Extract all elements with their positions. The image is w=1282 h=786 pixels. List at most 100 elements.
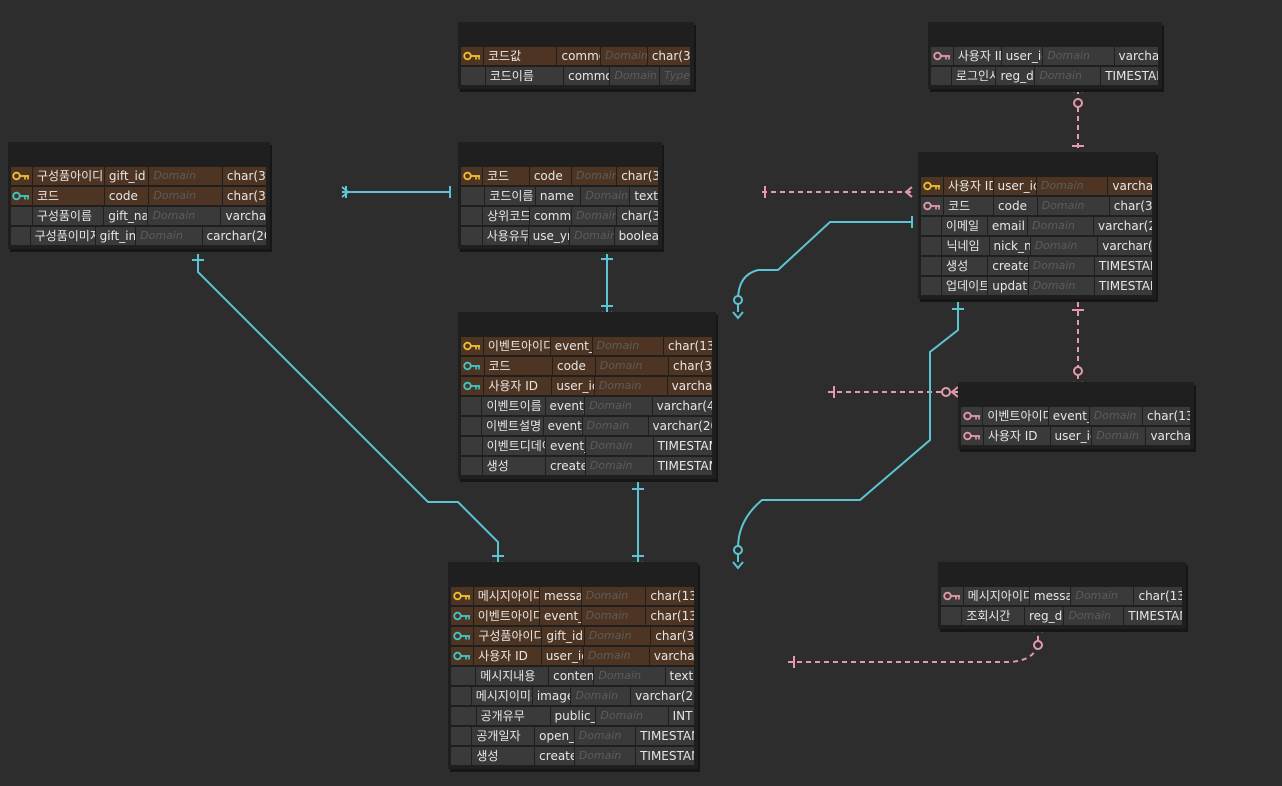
column-type: varchar — [649, 647, 694, 665]
column-domain: Domain — [149, 187, 222, 205]
table-commoncode[interactable]: 코드값common_codeDomainchar(3)코드이름common_na… — [458, 22, 694, 89]
table-header[interactable] — [938, 562, 1186, 586]
key-cell — [921, 217, 941, 235]
table-header[interactable] — [458, 142, 662, 166]
link-user-event[interactable] — [737, 221, 912, 312]
column-row[interactable]: 이벤트디데이event_dateDomainTIMESTAMP — [461, 436, 713, 456]
column-physical-name: public_yn — [550, 707, 596, 725]
table-code[interactable]: 코드codeDomainchar(3)코드이름nameDomaintext상위코… — [458, 142, 662, 249]
table-loginlog[interactable]: 사용자 IDuser_idDomainvarchar로그인시간reg_dateD… — [928, 22, 1162, 89]
column-row[interactable]: 메시지내용contentDomaintext — [451, 666, 695, 686]
column-row[interactable]: 업데이트updated_dateDomainTIMESTAMP — [921, 276, 1153, 296]
column-domain: Domain — [594, 377, 667, 395]
column-type: char(3) — [647, 47, 691, 65]
column-domain: Domain — [582, 417, 648, 435]
table-header[interactable] — [458, 312, 716, 336]
column-domain: Domain — [136, 227, 202, 245]
column-row[interactable]: 생성created_dateDomainTIMESTAMP — [461, 456, 713, 476]
table-header[interactable] — [8, 142, 270, 166]
column-logical-name: 메시지아이디 — [963, 587, 1029, 605]
column-type: boolean — [614, 227, 658, 245]
column-logical-name: 코드이름 — [485, 67, 564, 85]
column-type: char(3) — [617, 207, 658, 225]
primary-foreign-key-icon — [961, 407, 983, 425]
table-header[interactable] — [448, 562, 698, 586]
key-cell — [461, 437, 482, 455]
link-user-message[interactable] — [737, 302, 959, 562]
link-message-messagelog[interactable] — [788, 632, 1039, 663]
column-type: varchar(45) — [652, 397, 712, 415]
column-physical-name: event_description — [543, 417, 582, 435]
column-row[interactable]: 로그인시간reg_dateDomainTIMESTAMP — [931, 66, 1159, 86]
column-logical-name: 사용자 ID — [484, 377, 552, 395]
link-gift-message[interactable] — [197, 254, 499, 562]
column-domain: Domain — [584, 627, 651, 645]
column-domain: Domain — [1089, 407, 1143, 425]
table-header[interactable] — [458, 22, 694, 46]
key-cell — [451, 687, 471, 705]
column-physical-name: content — [549, 667, 594, 685]
primary-key-icon — [461, 167, 483, 185]
column-physical-name: reg_date — [1024, 607, 1064, 625]
primary-foreign-key-icon — [921, 197, 944, 215]
key-cell — [451, 667, 476, 685]
column-logical-name: 생성 — [942, 257, 988, 275]
table-messagelog[interactable]: 메시지아이디message_idDomainchar(13)조회시간reg_da… — [938, 562, 1186, 629]
table-message[interactable]: 메시지아이디message_idDomainchar(13)이벤트아이디even… — [448, 562, 698, 769]
column-type: TIMESTAMP — [1094, 257, 1152, 275]
column-type: char(3) — [617, 167, 658, 185]
column-physical-name: user_id — [541, 647, 583, 665]
optional-ring — [941, 387, 951, 397]
column-logical-name: 생성 — [472, 747, 535, 765]
column-domain: Domain — [1071, 587, 1134, 605]
column-logical-name: 코드 — [484, 357, 552, 375]
column-row[interactable]: 생성created_dateDomainTIMESTAMP — [451, 746, 695, 766]
column-row[interactable]: 생성created_dateDomainTIMESTAMP — [921, 256, 1153, 276]
table-gift[interactable]: 구성품아이디gift_idDomainchar(3)코드codeDomainch… — [8, 142, 270, 249]
column-row[interactable]: 메시지이미지image_urlDomainvarchar(200) — [451, 686, 695, 706]
column-logical-name: 이벤트디데이 — [482, 437, 545, 455]
column-physical-name: event_date — [545, 437, 585, 455]
key-cell — [461, 397, 482, 415]
foreign-key-icon — [451, 647, 474, 665]
key-cell — [461, 67, 485, 85]
key-cell — [461, 187, 485, 205]
column-row[interactable]: 코드이름common_nameDomainType — [461, 66, 691, 86]
table-user[interactable]: 사용자 IDuser_idDomainvarchar코드codeDomainch… — [918, 152, 1156, 299]
primary-foreign-key-icon — [961, 427, 983, 445]
table-header[interactable] — [928, 22, 1162, 46]
table-header[interactable] — [918, 152, 1156, 176]
table-header[interactable] — [958, 382, 1194, 406]
table-event[interactable]: 이벤트아이디event_idDomainchar(13)코드codeDomain… — [458, 312, 716, 479]
